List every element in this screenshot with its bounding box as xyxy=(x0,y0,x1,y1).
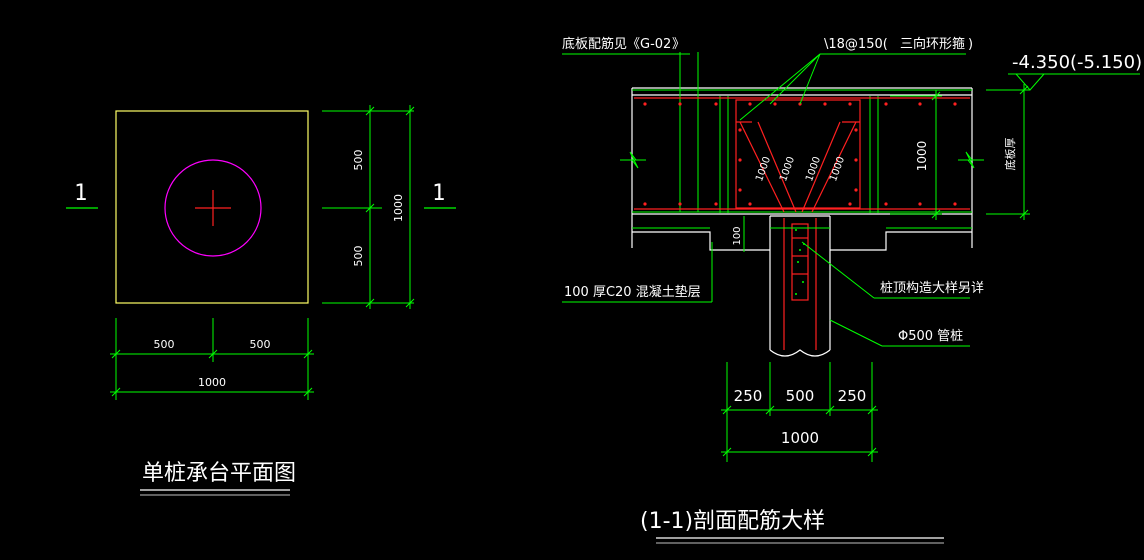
section-mark-right: 1 xyxy=(432,181,445,206)
note-ring-rebar-desc: 三向环形箍 xyxy=(900,36,965,52)
slab-dim-lines xyxy=(890,84,1030,220)
leader-lines xyxy=(562,53,970,347)
rebar-lines xyxy=(634,97,970,213)
pile-wall xyxy=(783,218,817,350)
plan-horizontal-dim-lines xyxy=(110,318,314,400)
section-title: (1-1)剖面配筋大样 xyxy=(640,509,825,534)
pile-outline xyxy=(769,215,831,357)
plan-dim-right: 500 xyxy=(250,338,271,351)
section-dim-b2: 500 xyxy=(786,387,815,405)
note-ring-rebar-close: ) xyxy=(968,37,973,52)
plan-vertical-dim-lines xyxy=(322,105,415,309)
section-dim-b3: 250 xyxy=(838,387,867,405)
slab-thickness-label: 底板厚 xyxy=(1003,138,1017,171)
note-bottom-rebar: 底板配筋见《G-02 xyxy=(562,36,671,52)
elevation-label: -4.350(-5.150) xyxy=(1012,52,1142,73)
plan-view: 1 1 500 500 1000 xyxy=(66,105,456,496)
plan-dim-bottom: 500 xyxy=(352,246,365,267)
section-bottom-dim-lines xyxy=(721,362,878,462)
slab-dim: 1000 xyxy=(915,141,929,172)
cushion-dim: 100 xyxy=(732,226,743,245)
rebar-dots xyxy=(643,102,957,206)
note-ring-rebar: \18@150( xyxy=(824,37,888,52)
section-dim-b1: 250 xyxy=(734,387,763,405)
section-dim-total: 1000 xyxy=(781,429,819,447)
pile-top-note: 桩顶构造大样另详 xyxy=(880,281,984,296)
pile-cap-outline xyxy=(115,110,309,304)
break-mark-right xyxy=(958,151,984,169)
plan-dim-top: 500 xyxy=(352,150,365,171)
note-bottom-rebar-close: 》 xyxy=(672,37,685,52)
plan-title: 单桩承台平面图 xyxy=(142,461,296,486)
break-mark-left xyxy=(620,151,646,169)
plan-dim-left: 500 xyxy=(154,338,175,351)
plan-dim-total-h: 1000 xyxy=(198,376,226,389)
section-mark-left: 1 xyxy=(74,181,87,206)
plan-dim-total-v: 1000 xyxy=(392,194,405,222)
pile-note: Φ500 管桩 xyxy=(898,329,963,344)
pile-circle xyxy=(164,159,262,257)
cushion-note: 100 厚C20 混凝土垫层 xyxy=(564,284,701,300)
